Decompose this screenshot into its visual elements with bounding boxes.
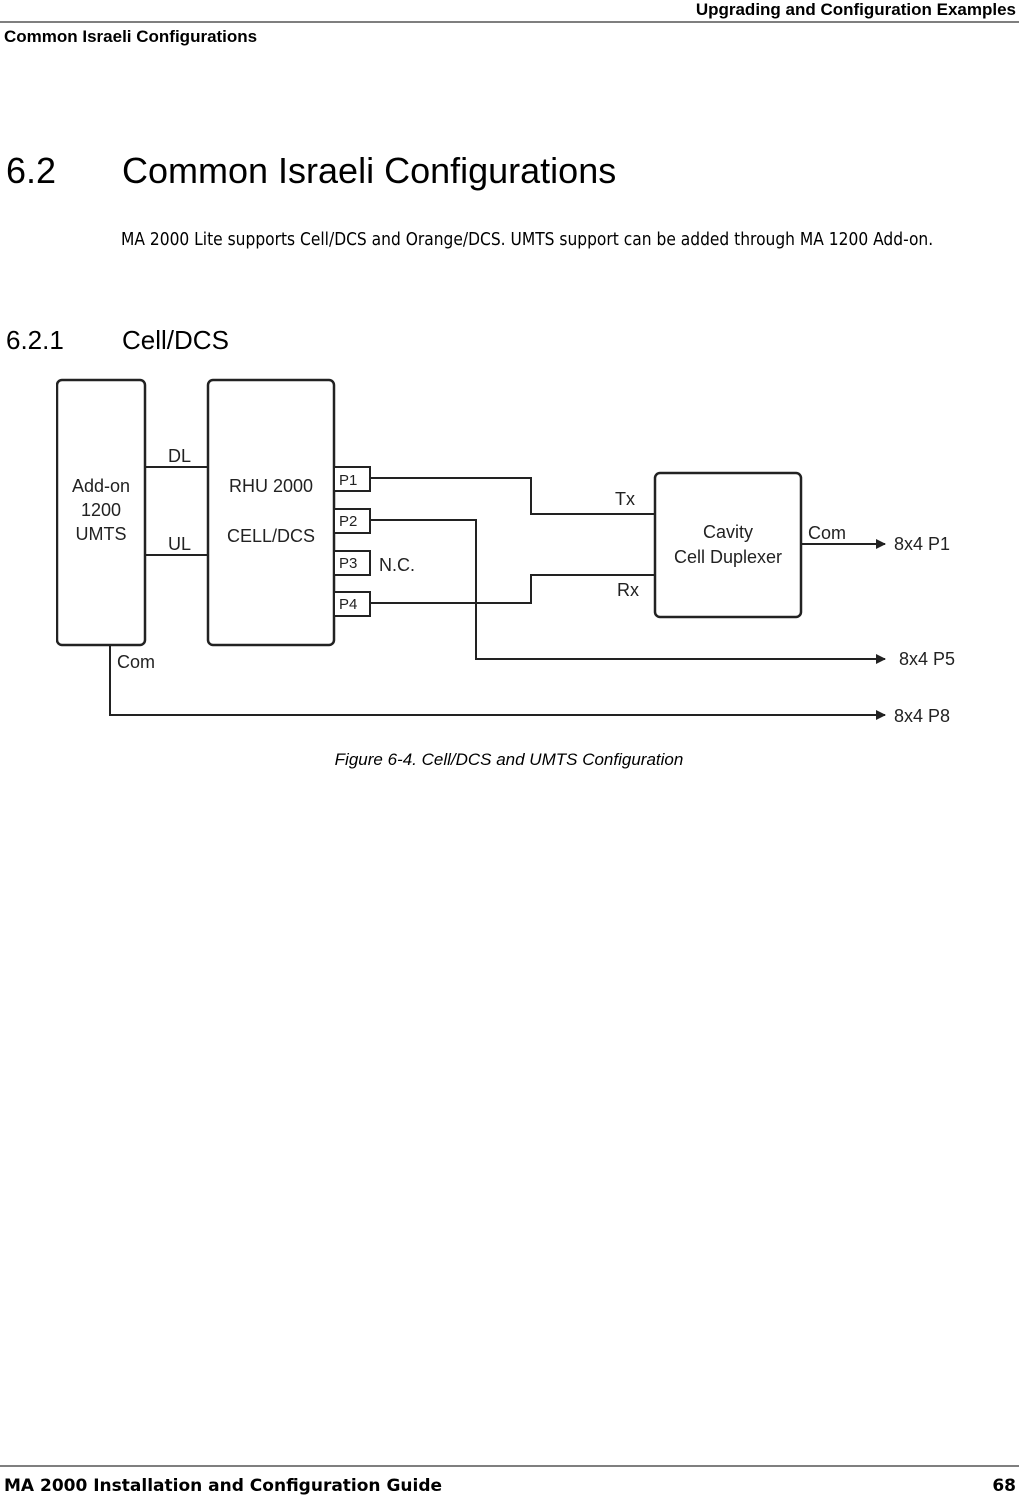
- duplexer-box-line-2: Cell Duplexer: [674, 547, 782, 567]
- addon-box-line-1: Add-on: [72, 476, 130, 496]
- p1-to-tx-line: [370, 477, 655, 515]
- running-header-section: Common Israeli Configurations: [4, 27, 258, 46]
- cavity-cell-duplexer-box: [653, 471, 803, 619]
- addon-box-line-2: 1200: [81, 500, 121, 520]
- section-number: 6.2: [6, 150, 57, 191]
- port-p3: [333, 550, 371, 576]
- rhu-box-line-2: CELL/DCS: [227, 526, 315, 546]
- port-p2-label: P2: [339, 513, 357, 530]
- output-8x4-p8: 8x4 P8: [894, 706, 950, 725]
- footer-page-number: 68: [992, 1476, 1016, 1496]
- footer-rule: [0, 1465, 1019, 1467]
- duplexer-box-line-1: Cavity: [703, 522, 753, 542]
- rx-label: Rx: [617, 580, 639, 600]
- section-title: Common Israeli Configurations: [122, 150, 617, 191]
- header-rule: [0, 21, 1019, 23]
- port-p4-label: P4: [339, 596, 357, 613]
- port-p1-label: P1: [339, 472, 357, 489]
- port-p3-label: P3: [339, 555, 357, 572]
- addon-box-line-3: UMTS: [76, 524, 127, 544]
- subsection-title: Cell/DCS: [122, 325, 229, 355]
- rhu-box-line-1: RHU 2000: [229, 476, 313, 496]
- subsection-number: 6.2.1: [6, 325, 64, 355]
- addon-com-label: Com: [117, 652, 155, 672]
- running-header-chapter: Upgrading and Configuration Examples: [695, 0, 1016, 19]
- rhu-2000-box: [206, 378, 336, 647]
- tx-label: Tx: [615, 489, 635, 509]
- cell-dcs-umts-diagram: Add-on 1200 UMTS RHU 2000 CELL/DCS DL UL…: [56, 378, 955, 725]
- figure-caption: Figure 6-4. Cell/DCS and UMTS Configurat…: [334, 750, 684, 769]
- p4-to-rx-line: [370, 574, 655, 604]
- nc-label: N.C.: [379, 555, 415, 575]
- addon-com-to-p8-line: [109, 645, 886, 720]
- output-8x4-p5: 8x4 P5: [899, 649, 955, 669]
- p2-to-p5-line: [370, 519, 886, 664]
- addon-umts-box: [56, 378, 147, 647]
- footer-guide-title: MA 2000 Installation and Configuration G…: [4, 1476, 443, 1496]
- section-body-paragraph: MA 2000 Lite supports Cell/DCS and Orang…: [121, 229, 934, 250]
- duplexer-com-label: Com: [808, 523, 846, 543]
- output-8x4-p1: 8x4 P1: [894, 534, 950, 554]
- ul-label: UL: [168, 534, 191, 554]
- dl-label: DL: [168, 446, 191, 466]
